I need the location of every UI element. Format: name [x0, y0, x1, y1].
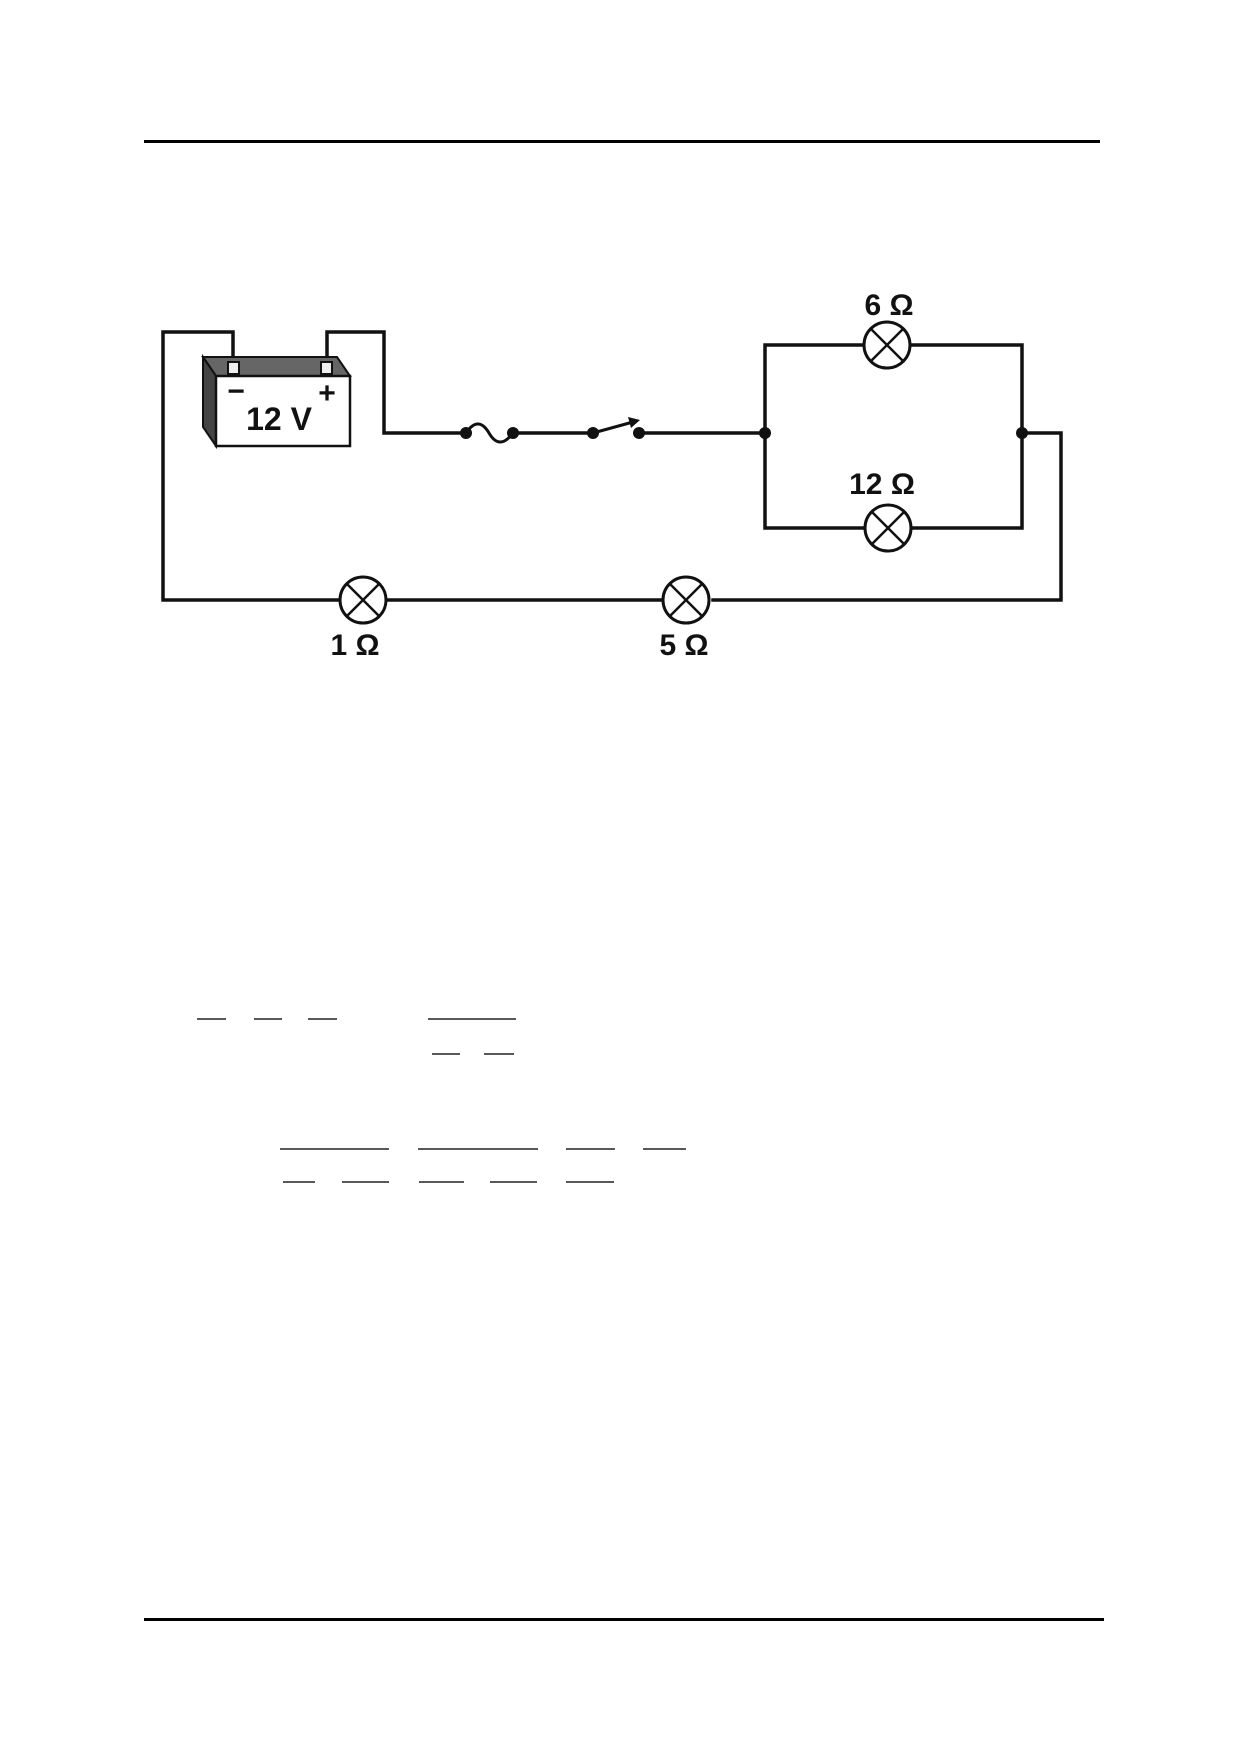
lamp-cross-icon: [863, 503, 913, 553]
footer-rule: [144, 1618, 1104, 1621]
lamp-cross-icon: [338, 575, 388, 625]
lamp-label-5-ohm: 5 Ω: [659, 629, 708, 662]
lamp-label-1-ohm: 1 Ω: [330, 629, 379, 662]
lamp-label-12-ohm: 12 Ω: [849, 468, 915, 501]
battery-positive-terminal: [320, 361, 333, 375]
battery-negative-terminal: [227, 361, 240, 375]
lamp-label-6-ohm: 6 Ω: [864, 289, 913, 322]
wire-return-right: [711, 431, 1063, 602]
fuse-icon: [460, 422, 519, 444]
switch-open-icon: [587, 417, 645, 439]
wire-parallel-right: [909, 343, 1024, 530]
battery-positive-sign: +: [318, 377, 336, 410]
battery-voltage-label: 12 V: [246, 401, 312, 437]
battery-icon: − + 12 V: [201, 353, 352, 450]
wire-positive-to-fuse: [325, 330, 468, 435]
wire-negative-to-bottom: [161, 330, 342, 602]
header-rule: [144, 140, 1100, 143]
equation-fraction-bars: [197, 1018, 686, 1183]
junction-left-dot: [759, 427, 771, 439]
junction-right-dot: [1016, 427, 1028, 439]
lamp-cross-icon: [661, 575, 711, 625]
lamp-cross-icon: [862, 320, 912, 370]
battery-negative-sign: −: [227, 375, 245, 408]
